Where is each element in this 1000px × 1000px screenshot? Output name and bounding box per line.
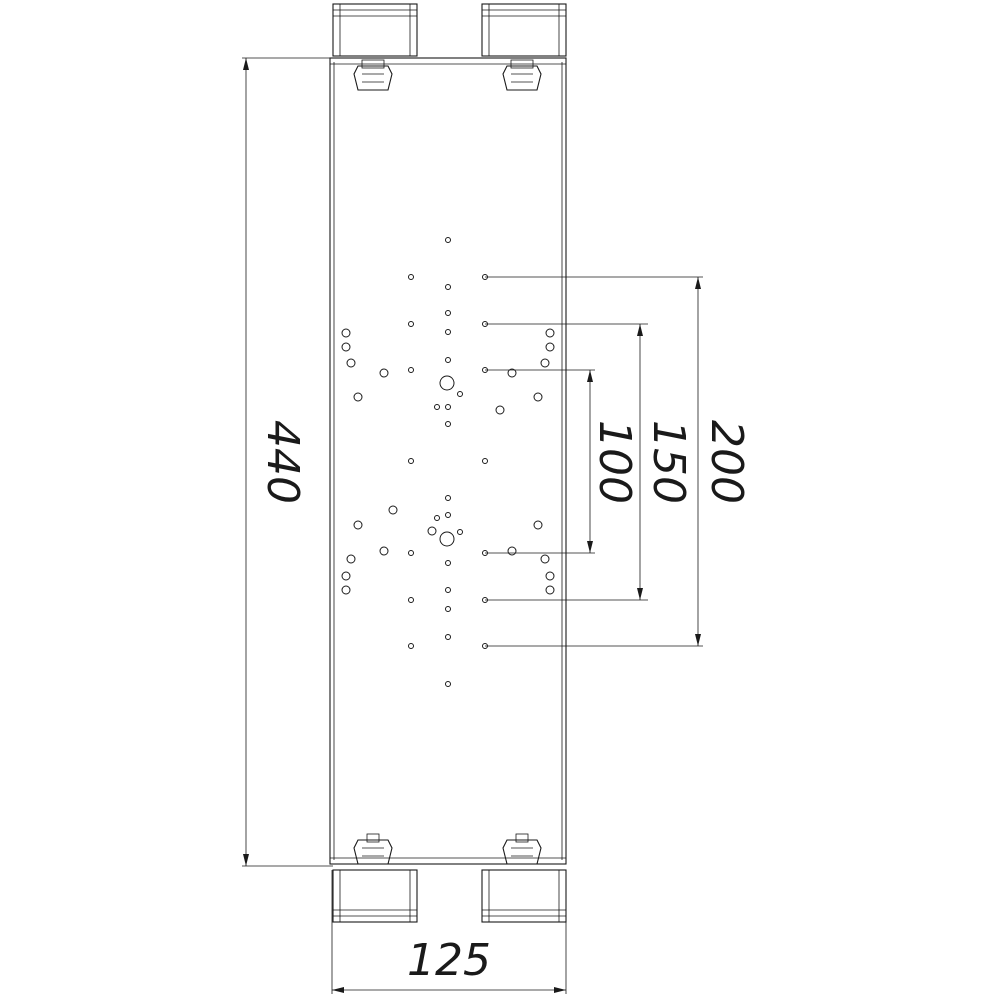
bolt-bottom-right (502, 833, 542, 865)
dimension-label-100: 100 (589, 420, 640, 504)
dimension-label-150: 150 (643, 420, 694, 504)
bottom-right-bracket (481, 869, 567, 923)
bottom-left-bracket (332, 869, 418, 923)
hole-pattern (341, 237, 555, 687)
bolt-top-left (353, 59, 393, 91)
bolt-top-right (502, 59, 542, 91)
dimension-label-width: 125 (407, 935, 491, 986)
top-right-bracket (481, 3, 567, 57)
dimension-200: 200 (485, 276, 752, 647)
dimension-150: 150 (485, 323, 694, 601)
dimension-height: 440 (242, 57, 566, 867)
mounting-plate (329, 57, 567, 865)
bolt-bottom-left (353, 833, 393, 865)
top-left-bracket (332, 3, 418, 57)
dimension-label-height: 440 (257, 420, 308, 504)
dimension-width: 125 (331, 870, 567, 994)
dimension-100: 100 (485, 369, 640, 554)
dimension-label-200: 200 (701, 420, 752, 504)
